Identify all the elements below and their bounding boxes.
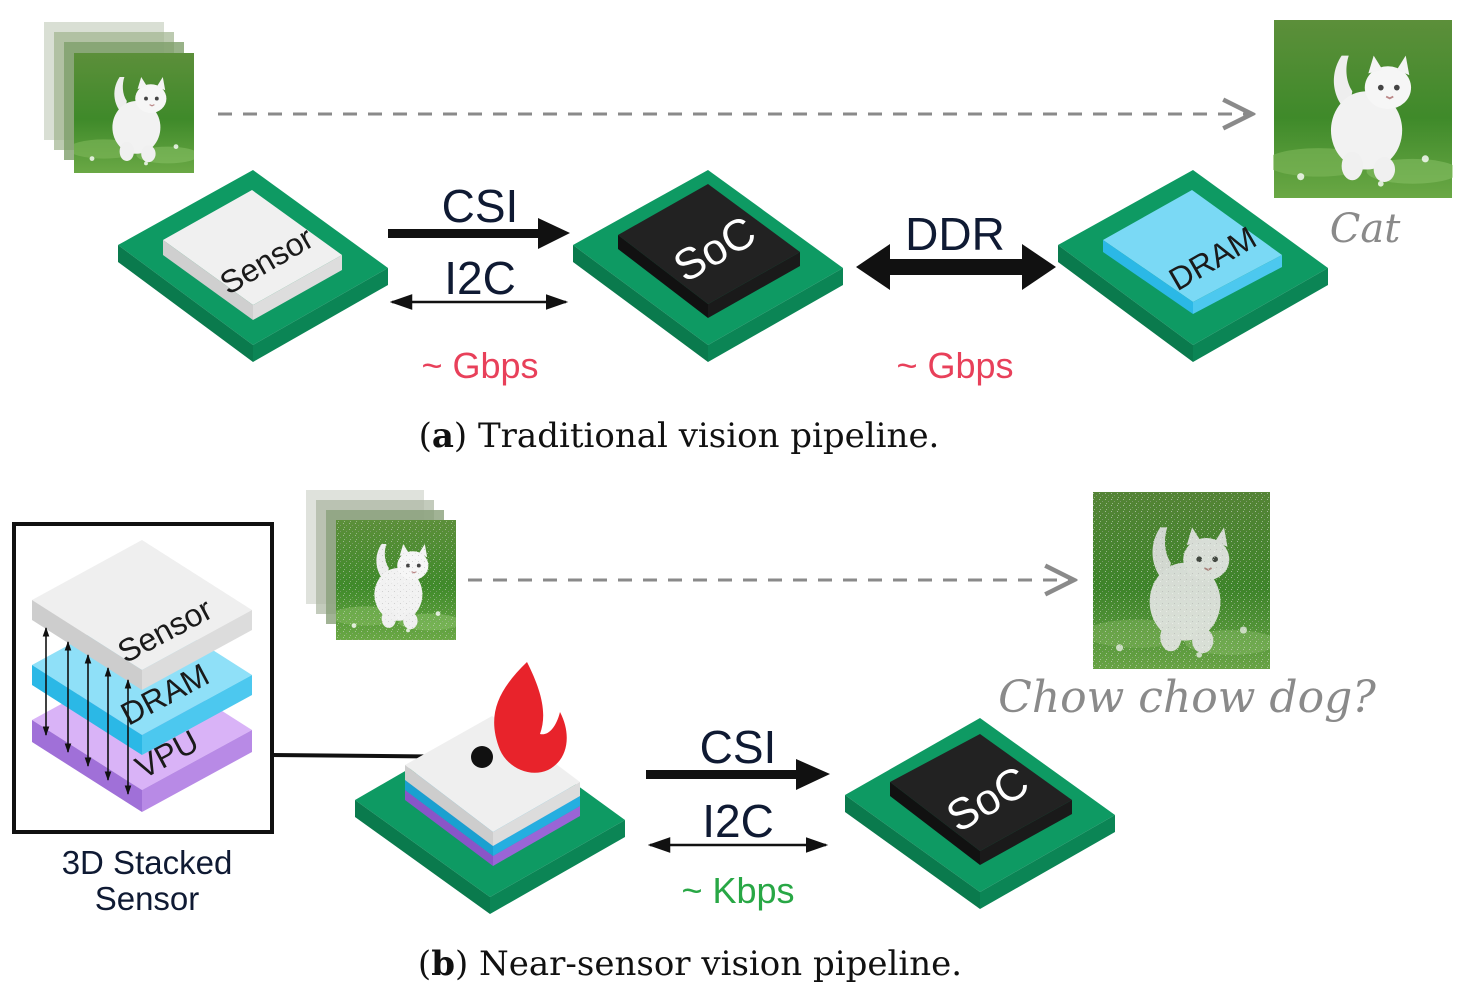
stacked-sensor-chip-b (355, 716, 625, 914)
rate-label-left-a: ~ Gbps (421, 345, 538, 386)
input-cat-image-b (336, 520, 456, 640)
input-frame-stack-b (306, 490, 456, 640)
caption-b: (b) Near-sensor vision pipeline. (418, 944, 962, 984)
csi-label-b: CSI (700, 721, 777, 773)
stacked-sensor-caption-line2: Sensor (95, 880, 200, 917)
caption-b-text: Near-sensor vision pipeline. (468, 944, 962, 984)
caption-b-letter: b (431, 944, 455, 984)
csi-label-a: CSI (442, 180, 519, 232)
flame-icon (494, 662, 567, 773)
i2c-label-a: I2C (444, 252, 516, 304)
i2c-label-b: I2C (702, 795, 774, 847)
stacked-sensor-caption-line1: 3D Stacked (62, 844, 233, 881)
input-cat-image-a (74, 52, 194, 174)
sensor-chip-a: Sensor (118, 170, 388, 362)
prediction-label-a: Cat (1330, 206, 1401, 252)
ddr-label-a: DDR (905, 208, 1005, 260)
caption-a: (a) Traditional vision pipeline. (419, 416, 940, 456)
soc-chip-b: SoC (845, 718, 1115, 909)
prediction-label-b: Chow chow dog? (998, 672, 1376, 723)
output-cat-image-a (1273, 20, 1453, 198)
csi-arrow-a (388, 218, 570, 249)
csi-arrow-b (646, 759, 830, 790)
rate-label-right-a: ~ Gbps (896, 345, 1013, 386)
panel-a: Cat Sensor CSI I2C ~ Gbps SoC (44, 20, 1453, 456)
ddr-arrow-a (856, 244, 1056, 290)
rate-label-b: ~ Kbps (681, 870, 794, 911)
output-cat-image-b (1093, 492, 1270, 669)
stacked-sensor-layers: Sensor DRAM VPU (32, 540, 252, 812)
caption-a-letter: a (432, 416, 454, 456)
caption-a-text: Traditional vision pipeline. (467, 416, 939, 456)
input-frame-stack-a (44, 22, 194, 174)
panel-b: Sensor DRAM VPU 3D Stacked Sensor Chow c… (12, 490, 1376, 984)
dram-chip-a: DRAM (1058, 170, 1328, 362)
soc-chip-a: SoC (573, 170, 843, 362)
